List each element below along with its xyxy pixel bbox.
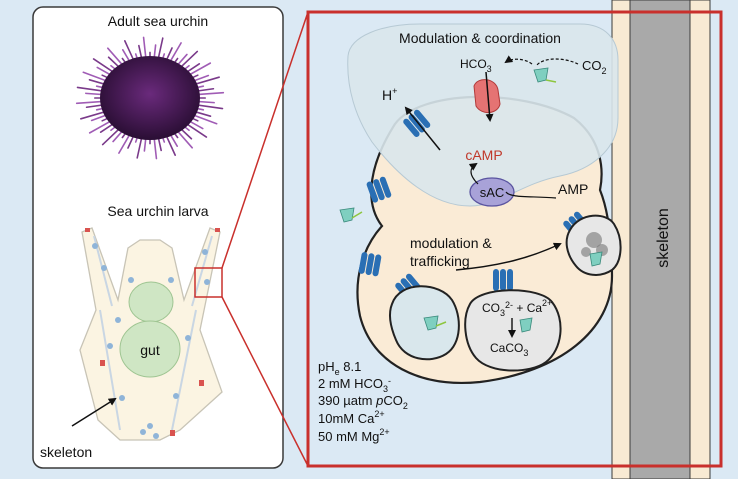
- zoom-frame: [306, 10, 723, 468]
- co2-label: CO2: [582, 58, 607, 76]
- carbonic-anhydrase-icon: [339, 207, 363, 223]
- larva-title: Sea urchin larva: [107, 203, 208, 219]
- vesicle-left: [388, 285, 460, 361]
- trafficking-arrow: [455, 242, 562, 271]
- condition-pco2: 390 µatm pCO2: [318, 393, 408, 411]
- enzyme-to-hco3-arrow: [504, 55, 533, 65]
- proton-transporter-icon: [403, 109, 431, 137]
- zoom-region-box: [194, 267, 223, 298]
- larva-skeleton-label: skeleton: [40, 444, 92, 460]
- adult-title: Adult sea urchin: [108, 13, 208, 29]
- membrane-transporter-icon: [366, 176, 392, 203]
- membrane-transporter-icon: [358, 252, 382, 277]
- zoom-line-bottom: [221, 296, 309, 467]
- condition-bicarbonate: 2 mM HCO3-: [318, 376, 391, 394]
- detail-panel: skeleton Modulation & coordination HCO3 …: [306, 0, 723, 479]
- carbonate-calcium-label: CO32- + Ca2+: [482, 298, 552, 318]
- condition-calcium: 10mM Ca2+: [318, 409, 385, 426]
- sac-label: sAC: [480, 185, 505, 200]
- carbonic-anhydrase-icon: [519, 317, 533, 333]
- gut-label: gut: [140, 342, 160, 358]
- sac-enzyme: [469, 177, 515, 207]
- camp-production-arrow: [468, 162, 479, 185]
- trafficking-label-line1: modulation &: [410, 235, 492, 251]
- skeleton-structure: skeleton: [611, 0, 711, 479]
- condition-ph: pHe 8.1: [318, 359, 361, 377]
- coordination-title: Modulation & coordination: [399, 30, 561, 46]
- condition-magnesium: 50 mM Mg2+: [318, 427, 390, 444]
- calcium-carbonate-label: CaCO3: [490, 341, 528, 358]
- left-panel: Adult sea urchin Sea urchin larva gut: [32, 6, 284, 469]
- bicarbonate-transporter-icon: [473, 79, 501, 113]
- co2-to-enzyme-arrow: [535, 58, 579, 67]
- amp-label: AMP: [558, 181, 588, 197]
- hco3-label: HCO3: [460, 57, 492, 74]
- zoom-line-top: [221, 11, 309, 269]
- coordination-region: [347, 23, 619, 207]
- larva-illustration: gut: [79, 227, 223, 441]
- carbonic-anhydrase-icon: [423, 315, 447, 331]
- carbonic-anhydrase-icon: [589, 251, 603, 267]
- carbonic-anhydrase-icon: [533, 67, 557, 83]
- hco3-influx-arrow: [485, 71, 494, 122]
- camp-label: cAMP: [465, 147, 502, 163]
- adult-urchin-illustration: [75, 36, 225, 160]
- vesicle-transporter-icon: [493, 269, 513, 291]
- amp-conversion-line: [505, 191, 557, 199]
- proton-label: H+: [382, 86, 397, 103]
- proton-efflux-arrow: [404, 106, 441, 151]
- trafficking-label-line2: trafficking: [410, 253, 470, 269]
- skeleton-label: skeleton: [655, 208, 672, 268]
